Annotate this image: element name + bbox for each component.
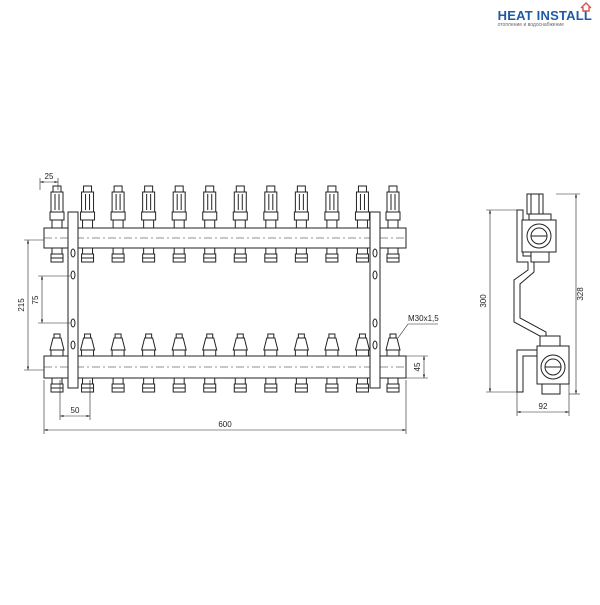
flowmeter bbox=[80, 185, 96, 229]
supply-outlet bbox=[203, 247, 217, 263]
valve-row bbox=[49, 333, 401, 357]
flowmeter bbox=[141, 185, 157, 229]
return-outlet-row bbox=[50, 377, 400, 393]
valve-head bbox=[110, 333, 126, 357]
return-outlet bbox=[142, 377, 156, 393]
side-dimension-labels: 300 328 92 bbox=[479, 287, 585, 411]
supply-outlet bbox=[50, 247, 64, 263]
return-outlet bbox=[386, 377, 400, 393]
return-outlet bbox=[111, 377, 125, 393]
flowmeter bbox=[385, 185, 401, 229]
dim-axis-distance-label: 75 bbox=[31, 295, 40, 304]
supply-outlet bbox=[233, 247, 247, 263]
return-outlet bbox=[325, 377, 339, 393]
supply-outlet bbox=[325, 247, 339, 263]
mounting-bracket-left bbox=[67, 211, 79, 389]
valve-head bbox=[171, 333, 187, 357]
dim-thread-label: M30x1,5 bbox=[408, 314, 439, 323]
brand-logo: HEAT INSTALL отопление и водоснабжение bbox=[497, 2, 592, 28]
front-view bbox=[43, 185, 407, 393]
valve-head bbox=[293, 333, 310, 357]
brand-tagline: отопление и водоснабжение bbox=[497, 22, 564, 28]
valve-head bbox=[202, 333, 218, 357]
supply-outlet bbox=[294, 247, 308, 263]
supply-outlet bbox=[81, 247, 95, 263]
return-outlet bbox=[294, 377, 308, 393]
valve-head bbox=[263, 333, 279, 357]
flowmeter bbox=[263, 185, 279, 229]
side-return-body bbox=[536, 335, 570, 395]
dim-inner-height-label: 300 bbox=[479, 294, 488, 308]
front-dimensions bbox=[24, 178, 438, 434]
supply-outlet bbox=[142, 247, 156, 263]
valve-head bbox=[354, 333, 371, 357]
dim-port-width-label: 25 bbox=[45, 172, 54, 181]
dim-end-offset-label: 50 bbox=[71, 406, 80, 415]
valve-head bbox=[49, 333, 65, 357]
dim-pipe-height-label: 45 bbox=[413, 362, 422, 371]
dim-overall-height-label: 328 bbox=[576, 287, 585, 301]
flowmeter bbox=[171, 185, 187, 229]
supply-outlet-row bbox=[50, 247, 400, 263]
side-dimensions bbox=[486, 193, 580, 416]
return-outlet bbox=[203, 377, 217, 393]
supply-outlet bbox=[355, 247, 369, 263]
valve-head bbox=[385, 333, 401, 357]
valve-head bbox=[232, 333, 248, 357]
valve-head bbox=[324, 333, 340, 357]
return-outlet bbox=[50, 377, 64, 393]
return-outlet bbox=[81, 377, 95, 393]
return-manifold-bar bbox=[43, 355, 407, 379]
dim-depth-label: 92 bbox=[539, 402, 548, 411]
supply-outlet bbox=[172, 247, 186, 263]
return-outlet bbox=[233, 377, 247, 393]
return-outlet bbox=[355, 377, 369, 393]
house-icon bbox=[580, 2, 592, 12]
flowmeter bbox=[293, 185, 309, 229]
flowmeter bbox=[232, 185, 248, 229]
valve-head bbox=[140, 333, 157, 357]
flowmeter bbox=[49, 185, 65, 229]
flowmeter bbox=[110, 185, 126, 229]
flowmeter-row bbox=[49, 185, 401, 229]
valve-head bbox=[79, 333, 96, 357]
flowmeter bbox=[354, 185, 370, 229]
flowmeter bbox=[324, 185, 340, 229]
supply-outlet bbox=[111, 247, 125, 263]
side-view bbox=[513, 193, 570, 395]
mounting-bracket-right bbox=[369, 211, 381, 389]
supply-outlet bbox=[386, 247, 400, 263]
return-outlet bbox=[172, 377, 186, 393]
front-dimension-labels: 25 215 75 45 50 600 M30x1,5 bbox=[17, 172, 439, 429]
return-outlet bbox=[264, 377, 278, 393]
flowmeter bbox=[202, 185, 218, 229]
supply-outlet bbox=[264, 247, 278, 263]
dim-overall-length-label: 600 bbox=[218, 420, 232, 429]
side-supply-body bbox=[521, 193, 557, 263]
brand-name: HEAT INSTALL bbox=[497, 8, 592, 23]
dim-bracket-height-label: 215 bbox=[17, 298, 26, 312]
supply-manifold-bar bbox=[43, 227, 407, 249]
